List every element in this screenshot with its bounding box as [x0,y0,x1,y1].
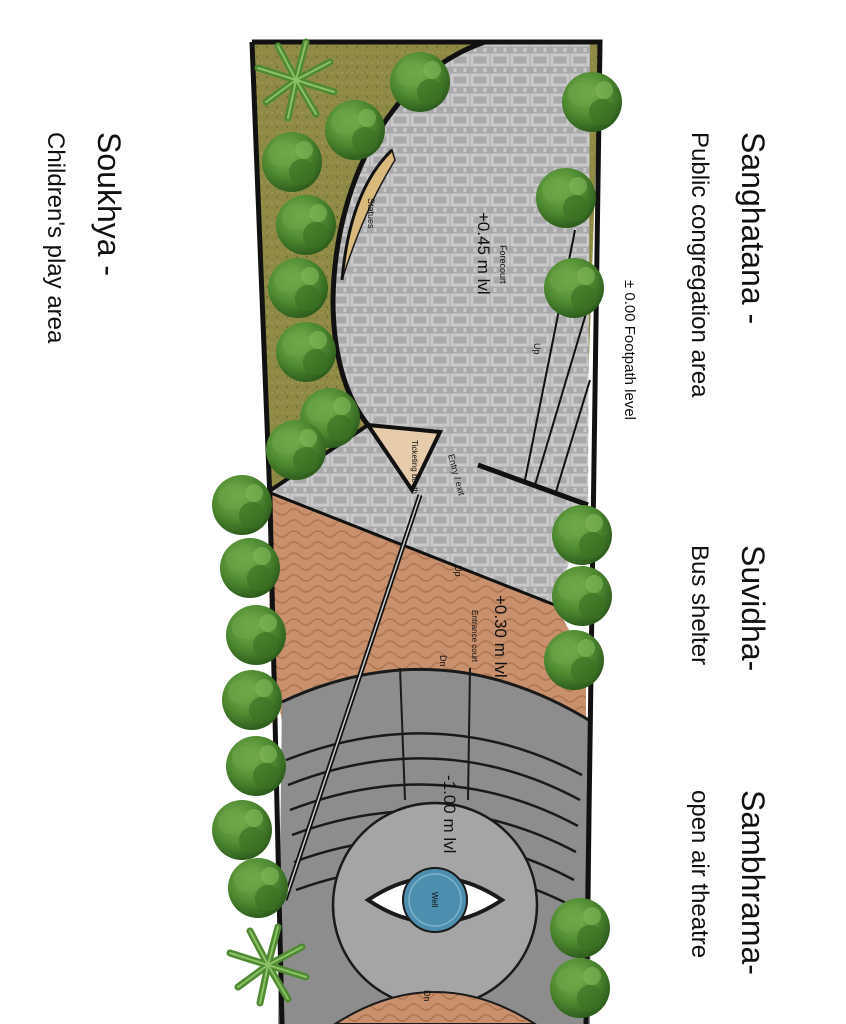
svg-text:Statues: Statues [366,198,376,229]
statues-label: Statues [366,198,376,229]
tree-icon [552,505,612,565]
well-ring [408,873,462,927]
svg-text:+0.45 m lvl: +0.45 m lvl [474,212,493,295]
tree-icon [266,420,326,480]
zone-title: Suvidha- [735,545,771,671]
forecourt-level-label: +0.45 m lvl [474,212,493,295]
forecourt-paving [268,42,600,605]
wall-shelter [477,462,589,508]
theatre-aisle-left [399,667,406,801]
forecourt-label: Forecourt [498,245,508,284]
wall-diagonal-2 [267,490,556,607]
zone-label-suvidha: Suvidha- [735,545,771,671]
dn-label-1: Dn [438,655,448,667]
footpath-level-label: ± 0.00 Footpath level [621,280,638,420]
svg-text:Entrance court: Entrance court [470,610,479,663]
step-line-2 [534,299,591,486]
svg-text:Ticketing booth: Ticketing booth [410,440,419,494]
dn-label-2: Dn [422,990,432,1002]
tree-icon [562,72,622,132]
zone-subtitle: Children's play area [42,132,69,344]
svg-text:-1.00 m lvl: -1.00 m lvl [440,775,459,853]
tree-icon [226,736,286,796]
tree-icon [544,630,604,690]
zone-label-sambhrama-sub: open air theatre [686,790,713,958]
tree-icon [226,605,286,665]
tree-icon [550,898,610,958]
zone-label-soukhya: Soukhya - [91,132,127,276]
tree-icon [222,670,282,730]
tree-icon [228,858,288,918]
well-water [402,867,468,933]
svg-text:Forecourt: Forecourt [498,245,508,284]
up-label-2: Up [453,565,463,577]
tree-icon [276,322,336,382]
theatre-arc-1 [285,732,583,777]
ramp-line-inner [284,494,421,901]
tree-icon [276,195,336,255]
zone-label-suvidha-sub: Bus shelter [686,545,713,665]
tree-icon [325,100,385,160]
entrance-court-label: Entrance court [470,610,479,663]
svg-text:Well: Well [430,892,439,908]
zone-label-soukhya-sub: Children's play area [42,132,69,344]
svg-text:Up: Up [453,565,463,577]
well-label: Well [430,892,439,908]
tree-icon [552,566,612,626]
zone-subtitle: Public congregation area [686,132,713,398]
entrance-court-level-label: +0.30 m lvl [491,595,510,678]
tree-icon [220,538,280,598]
zone-subtitle: open air theatre [686,790,713,958]
svg-text:+0.30 m lvl: +0.30 m lvl [491,595,510,678]
lower-court-paving [333,991,537,1024]
step-line-3 [554,379,591,496]
tree-icon [550,958,610,1018]
zone-label-sanghatana: Sanghatana - [735,132,771,324]
tree-icon [536,168,596,228]
svg-text:Dn: Dn [438,655,448,667]
tree-icon [212,475,272,535]
theatre-outer-arc [281,667,593,724]
zone-title: Sanghatana - [735,132,771,324]
svg-text:Up: Up [532,343,542,355]
theatre-level-label: -1.00 m lvl [440,775,459,853]
zone-title: Sambhrama- [735,790,771,975]
forecourt-inner-wall [340,148,394,281]
zone-title: Soukhya - [91,132,127,276]
zone-subtitle: Bus shelter [686,545,713,665]
ticketing-booth [363,422,444,494]
entrance-court-paving [268,492,586,722]
theatre-arc-3 [289,783,579,828]
footpath-level: ± 0.00 Footpath level [621,280,638,420]
zone-label-sanghatana-sub: Public congregation area [686,132,713,398]
tree-icon [268,258,328,318]
tree-icon [262,132,322,192]
ticketing-booth-label: Ticketing booth [410,440,419,494]
theatre-aisle-right [467,667,471,801]
tree-icon [390,52,450,112]
zone-label-sambhrama: Sambhrama- [735,790,771,975]
up-label-1: Up [532,343,542,355]
svg-text:Dn: Dn [422,990,432,1002]
tree-icon [212,800,272,860]
tree-icon [544,258,604,318]
